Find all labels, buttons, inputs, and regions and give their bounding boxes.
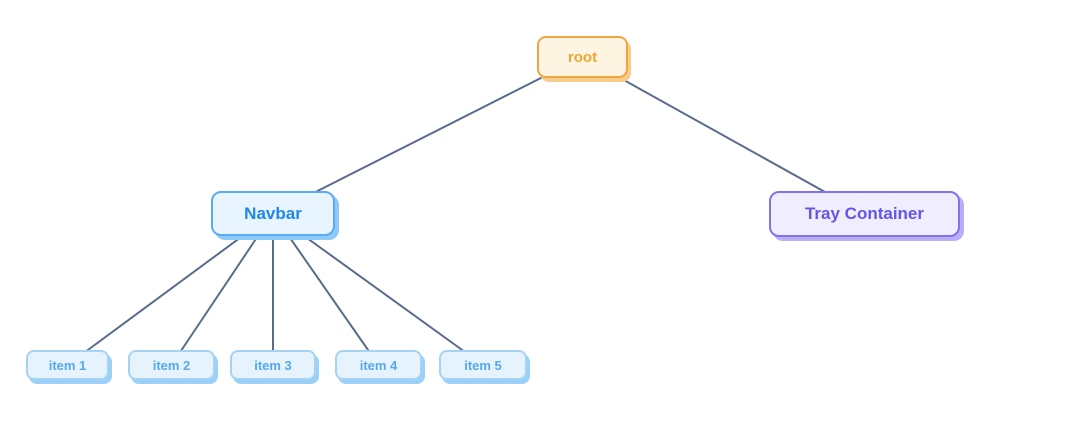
node-item-4[interactable]: item 4 xyxy=(335,350,422,380)
node-label-root: root xyxy=(567,48,598,66)
node-label-item-1: item 1 xyxy=(48,357,87,373)
edge-navbar-to-item-4 xyxy=(272,212,380,366)
node-item-5[interactable]: item 5 xyxy=(439,350,527,380)
node-label-item-2: item 2 xyxy=(152,357,191,373)
node-item-3[interactable]: item 3 xyxy=(230,350,316,380)
edge-navbar-to-item-5 xyxy=(272,212,484,366)
edge-root-to-navbar xyxy=(272,56,583,215)
node-label-item-5: item 5 xyxy=(464,357,502,373)
node-label-item-4: item 4 xyxy=(359,357,398,373)
node-label-navbar: Navbar xyxy=(244,203,302,223)
node-item-2[interactable]: item 2 xyxy=(128,350,215,380)
node-label-item-3: item 3 xyxy=(254,357,292,373)
node-item-1[interactable]: item 1 xyxy=(26,350,109,380)
node-root[interactable]: root xyxy=(537,36,628,78)
node-navbar[interactable]: Navbar xyxy=(211,191,335,236)
node-tray-container[interactable]: Tray Container xyxy=(769,191,960,237)
edge-navbar-to-item-2 xyxy=(170,212,274,366)
edge-navbar-to-item-1 xyxy=(66,212,274,366)
edge-root-to-tray-container xyxy=(582,56,865,215)
node-label-tray-container: Tray Container xyxy=(804,204,925,223)
